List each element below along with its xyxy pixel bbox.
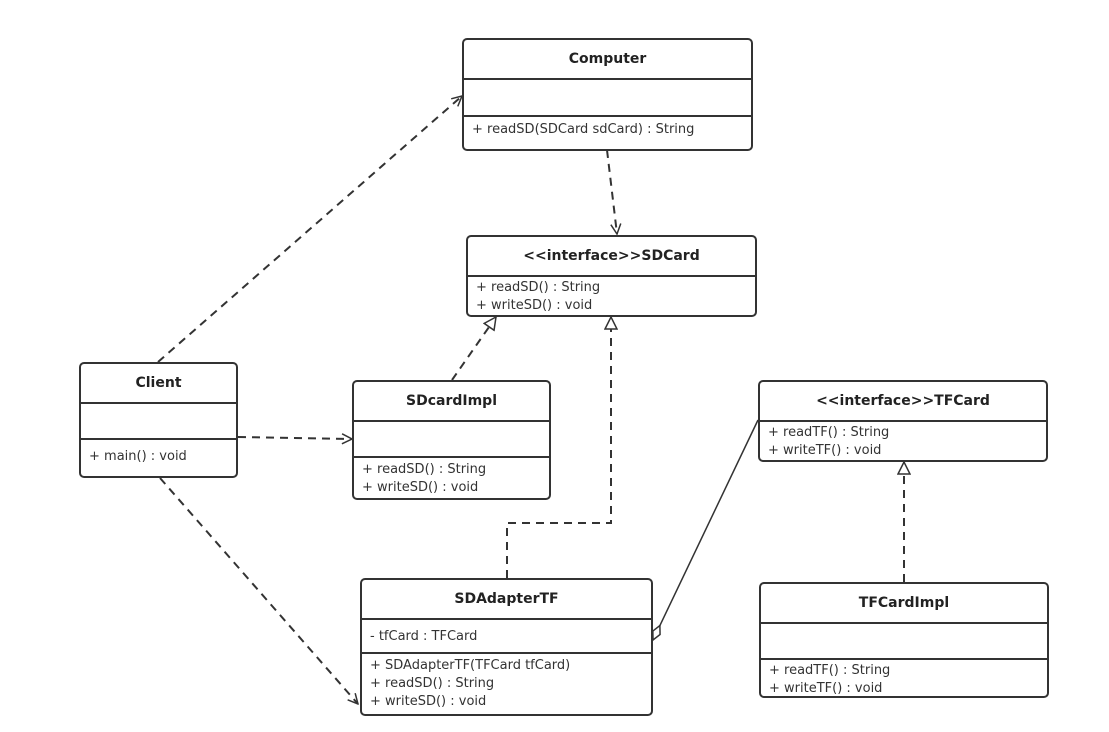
class-computer[interactable]: Computer + readSD(SDCard sdCard) : Strin… (462, 38, 753, 151)
operations-compartment: + readTF() : String + writeTF() : void (760, 422, 1046, 460)
operation: + writeSD() : void (476, 298, 593, 313)
interface-name: <<interface>>SDCard (468, 237, 755, 277)
operations-compartment: + readSD(SDCard sdCard) : String (464, 117, 751, 139)
attributes-compartment (761, 624, 1047, 660)
attributes-compartment (81, 404, 236, 440)
class-sdcardimpl[interactable]: SDcardImpl + readSD() : String + writeSD… (352, 380, 551, 500)
class-name: Client (81, 364, 236, 404)
operation: + writeSD() : void (370, 694, 487, 709)
class-tfcardimpl[interactable]: TFCardImpl + readTF() : String + writeTF… (759, 582, 1049, 698)
attributes-compartment (464, 80, 751, 117)
operation: + readTF() : String (768, 425, 890, 440)
operation: + readSD(SDCard sdCard) : String (472, 122, 695, 137)
class-name: Computer (464, 40, 751, 80)
operation: + readSD() : String (476, 280, 601, 295)
operation: + writeTF() : void (769, 681, 883, 696)
dependency-client-sdadaptertf (159, 477, 358, 704)
operation: + readSD() : String (370, 676, 495, 691)
operation: + readSD() : String (362, 462, 487, 477)
operation: + writeTF() : void (768, 443, 882, 458)
class-name: TFCardImpl (761, 584, 1047, 624)
operation: + SDAdapterTF(TFCard tfCard) (370, 658, 571, 673)
class-name: SDcardImpl (354, 382, 549, 422)
aggregation-sdadaptertf-tfcard (653, 419, 759, 640)
interface-name: <<interface>>TFCard (760, 382, 1046, 422)
operation: + main() : void (89, 449, 187, 464)
operations-compartment: + readSD() : String + writeSD() : void (468, 277, 755, 315)
dependency-computer-sdcard (606, 149, 617, 234)
interface-sdcard[interactable]: <<interface>>SDCard + readSD() : String … (466, 235, 757, 317)
class-sdadaptertf[interactable]: SDAdapterTF - tfCard : TFCard + SDAdapte… (360, 578, 653, 716)
attributes-compartment (354, 422, 549, 458)
attributes-compartment: - tfCard : TFCard (362, 620, 651, 654)
class-name: SDAdapterTF (362, 580, 651, 620)
realization-sdcardimpl-sdcard (451, 317, 496, 381)
interface-tfcard[interactable]: <<interface>>TFCard + readTF() : String … (758, 380, 1048, 462)
operation: + writeSD() : void (362, 480, 479, 495)
operation: + readTF() : String (769, 663, 891, 678)
class-client[interactable]: Client + main() : void (79, 362, 238, 478)
dependency-client-computer (157, 96, 462, 363)
operations-compartment: + main() : void (81, 440, 236, 466)
dependency-client-sdcardimpl (237, 437, 352, 439)
operations-compartment: + readSD() : String + writeSD() : void (354, 458, 549, 497)
operations-compartment: + SDAdapterTF(TFCard tfCard) + readSD() … (362, 654, 651, 711)
operations-compartment: + readTF() : String + writeTF() : void (761, 660, 1047, 696)
attribute: - tfCard : TFCard (370, 628, 478, 644)
